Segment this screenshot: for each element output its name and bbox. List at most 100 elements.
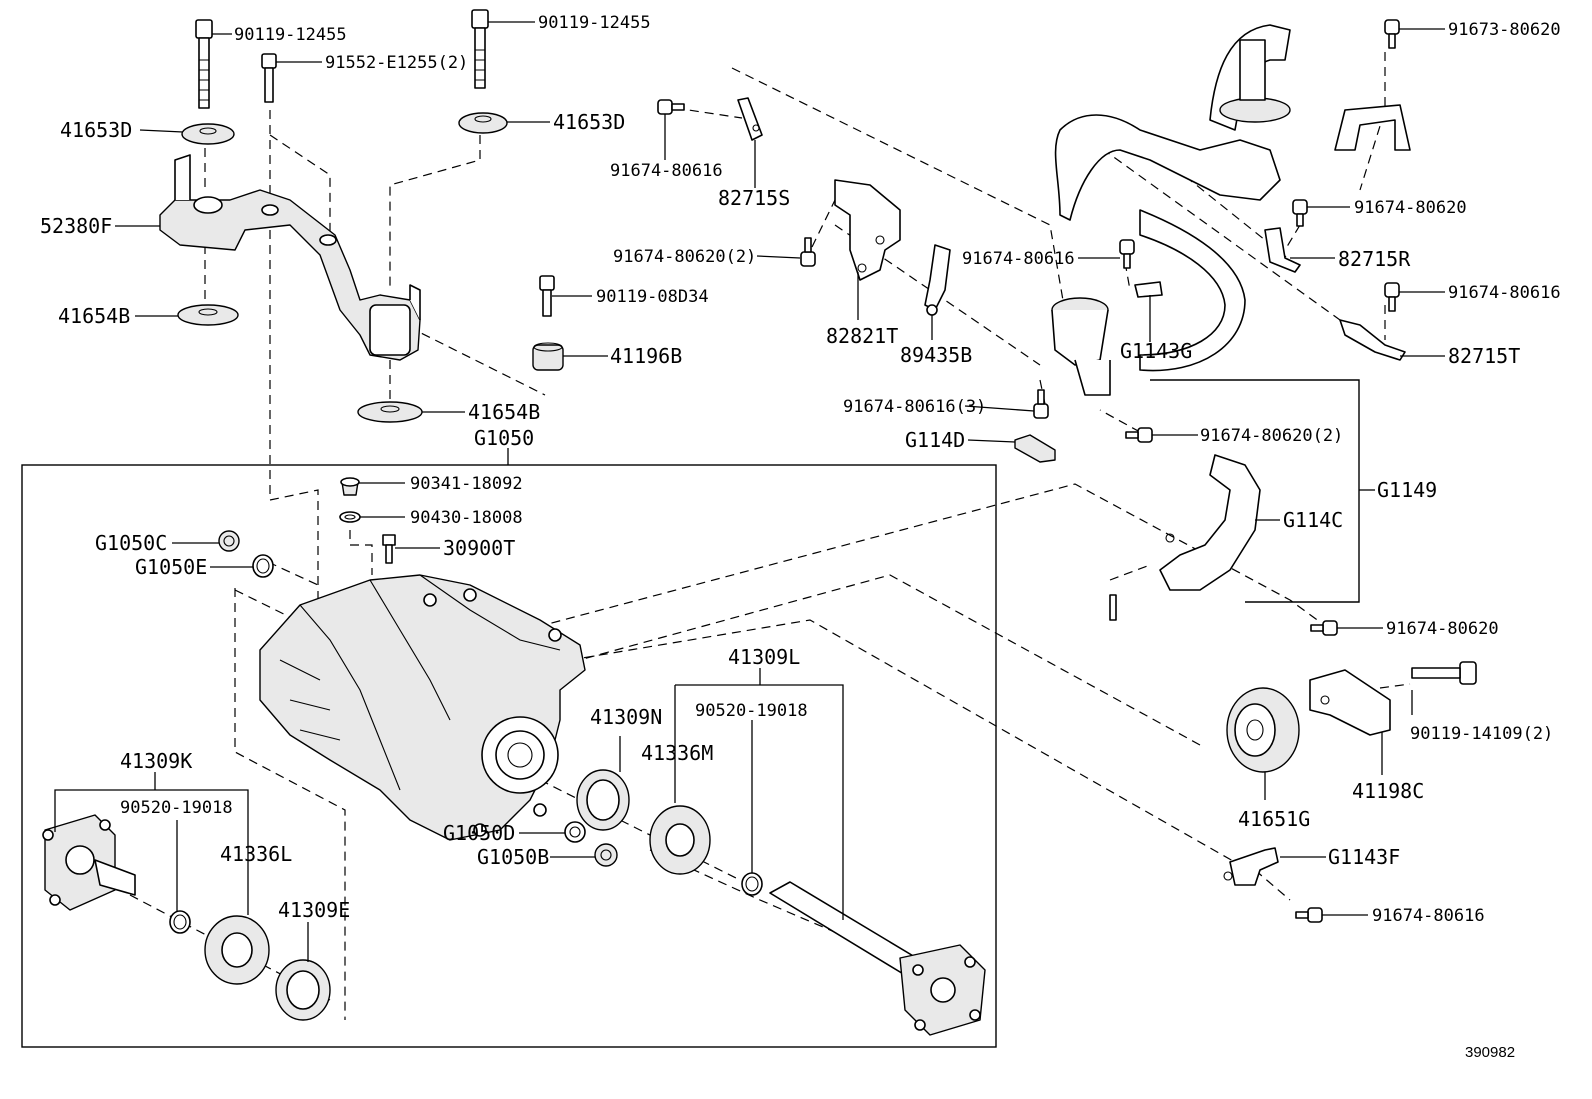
plug-90341-18092 (340, 477, 360, 496)
leader-lines (54, 21, 1445, 962)
label-90119-12455-left[interactable]: 90119-12455 (234, 25, 347, 45)
clamp-82715s (737, 97, 763, 141)
label-52380f[interactable]: 52380F (40, 214, 112, 238)
plug-g1050b (594, 843, 618, 867)
bracket-41198c (1309, 669, 1391, 736)
bushing-41196b (532, 342, 564, 371)
differential-support-member-52380f (159, 154, 421, 361)
label-82715r[interactable]: 82715R (1338, 247, 1411, 271)
label-91674-80616-top[interactable]: 91674-80616 (610, 161, 723, 181)
label-g1143f[interactable]: G1143F (1328, 845, 1400, 869)
clamp-g1143f (1223, 847, 1279, 886)
label-g1149[interactable]: G1149 (1377, 478, 1437, 502)
dust-deflector-41336m (649, 805, 711, 875)
label-90119-14109[interactable]: 90119-14109(2) (1410, 724, 1553, 744)
bolt-90119-14109 (1411, 661, 1477, 685)
bolt-90119-08d34 (539, 275, 555, 317)
part-labels: 90119-12455 90119-12455 91552-E1255(2) 4… (40, 13, 1561, 1061)
label-g1050e[interactable]: G1050E (135, 555, 207, 579)
clamp-82715r (1264, 227, 1301, 273)
label-g1050d[interactable]: G1050D (443, 821, 515, 845)
bracket-91673-80620-area (1334, 19, 1411, 151)
oil-pump-assembly (1051, 24, 1291, 396)
label-g1050b[interactable]: G1050B (477, 845, 549, 869)
g1050-assembly-frame (21, 464, 997, 1048)
mount-washer-41654b-left (177, 304, 239, 326)
output-flange-41309k (42, 814, 136, 911)
bracket-82821t (834, 179, 901, 281)
sensor-89435b (924, 244, 951, 316)
bolt-91674-80620-lower (1310, 620, 1338, 636)
label-82715s[interactable]: 82715S (718, 186, 790, 210)
breather-30900t (382, 534, 396, 564)
bolt-91674-80620-2-right (1125, 427, 1153, 443)
label-91552-e1255[interactable]: 91552-E1255(2) (325, 53, 468, 73)
label-41196b[interactable]: 41196B (610, 344, 682, 368)
label-91674-80616-3[interactable]: 91674-80616(3) (843, 397, 986, 417)
label-g114c[interactable]: G114C (1283, 508, 1343, 532)
bolt-91674-80620-bracket (800, 237, 816, 267)
label-g1143g[interactable]: G1143G (1120, 339, 1192, 363)
bolt-91552-e1255 (261, 53, 277, 103)
dust-deflector-41336l (204, 915, 270, 985)
label-91674-80620-2-right[interactable]: 91674-80620(2) (1200, 426, 1343, 446)
label-90520-19018-right[interactable]: 90520-19018 (695, 701, 808, 721)
gasket-g1050e (252, 554, 274, 578)
diagram-id: 390982 (1465, 1044, 1515, 1061)
label-41651g[interactable]: 41651G (1238, 807, 1310, 831)
label-91674-80620-lower[interactable]: 91674-80620 (1386, 619, 1499, 639)
label-89435b[interactable]: 89435B (900, 343, 972, 367)
bolt-91674-80616-3 (1033, 389, 1049, 419)
label-g114d[interactable]: G114D (905, 428, 965, 452)
label-30900t[interactable]: 30900T (443, 536, 515, 560)
label-41653d-left[interactable]: 41653D (60, 118, 132, 142)
damper-41651g (1226, 687, 1300, 773)
clamp-g1143g (1134, 281, 1163, 298)
bolt-90119-12455-center (471, 9, 489, 89)
bracket-g114c (1109, 454, 1261, 621)
label-91674-80620-right[interactable]: 91674-80620 (1354, 198, 1467, 218)
label-41654b-right[interactable]: 41654B (468, 400, 540, 424)
label-90341-18092[interactable]: 90341-18092 (410, 474, 523, 494)
snap-ring-right (741, 872, 763, 896)
bolt-91674-80616-bottom (1295, 907, 1323, 923)
bolt-91674-80616-right (1384, 282, 1400, 312)
label-41336l[interactable]: 41336L (220, 842, 292, 866)
cover-g114d (1014, 434, 1056, 463)
snap-ring-left (169, 910, 191, 934)
label-41654b-left[interactable]: 41654B (58, 304, 130, 328)
label-91673-80620[interactable]: 91673-80620 (1448, 20, 1561, 40)
label-90119-08d34[interactable]: 90119-08D34 (596, 287, 709, 307)
label-91674-80616-right[interactable]: 91674-80616 (1448, 283, 1561, 303)
label-41309n[interactable]: 41309N (590, 705, 662, 729)
label-41309e[interactable]: 41309E (278, 898, 350, 922)
oil-seal-41309e (275, 959, 331, 1021)
label-90430-18008[interactable]: 90430-18008 (410, 508, 523, 528)
mount-washer-41653d-right (458, 112, 508, 134)
clamp-82715t (1339, 319, 1406, 361)
bolt-91674-80616-top (657, 99, 685, 115)
mount-washer-41653d-left (181, 123, 235, 145)
label-91674-80620-2-bracket[interactable]: 91674-80620(2) (613, 247, 756, 267)
g1149-bracket-frame (1150, 379, 1360, 603)
label-41309l[interactable]: 41309L (728, 645, 800, 669)
label-41198c[interactable]: 41198C (1352, 779, 1424, 803)
label-41653d-right[interactable]: 41653D (553, 110, 625, 134)
label-91674-80616-mid[interactable]: 91674-80616 (962, 249, 1075, 269)
plug-g1050c (218, 530, 240, 552)
label-g1050c[interactable]: G1050C (95, 531, 167, 555)
label-82715t[interactable]: 82715T (1448, 344, 1520, 368)
gasket-g1050d (564, 821, 586, 843)
label-g1050[interactable]: G1050 (474, 426, 534, 450)
bolt-91674-80620-right (1292, 199, 1308, 227)
bolt-91674-80616-mid (1119, 239, 1135, 269)
gasket-90430-18008 (339, 511, 361, 523)
label-41336m[interactable]: 41336M (641, 741, 713, 765)
label-90119-12455-center[interactable]: 90119-12455 (538, 13, 651, 33)
label-90520-19018-left[interactable]: 90520-19018 (120, 798, 233, 818)
label-91674-80616-bottom[interactable]: 91674-80616 (1372, 906, 1485, 926)
output-shaft-41309l (769, 881, 986, 1036)
label-82821t[interactable]: 82821T (826, 324, 898, 348)
label-41309k[interactable]: 41309K (120, 749, 192, 773)
